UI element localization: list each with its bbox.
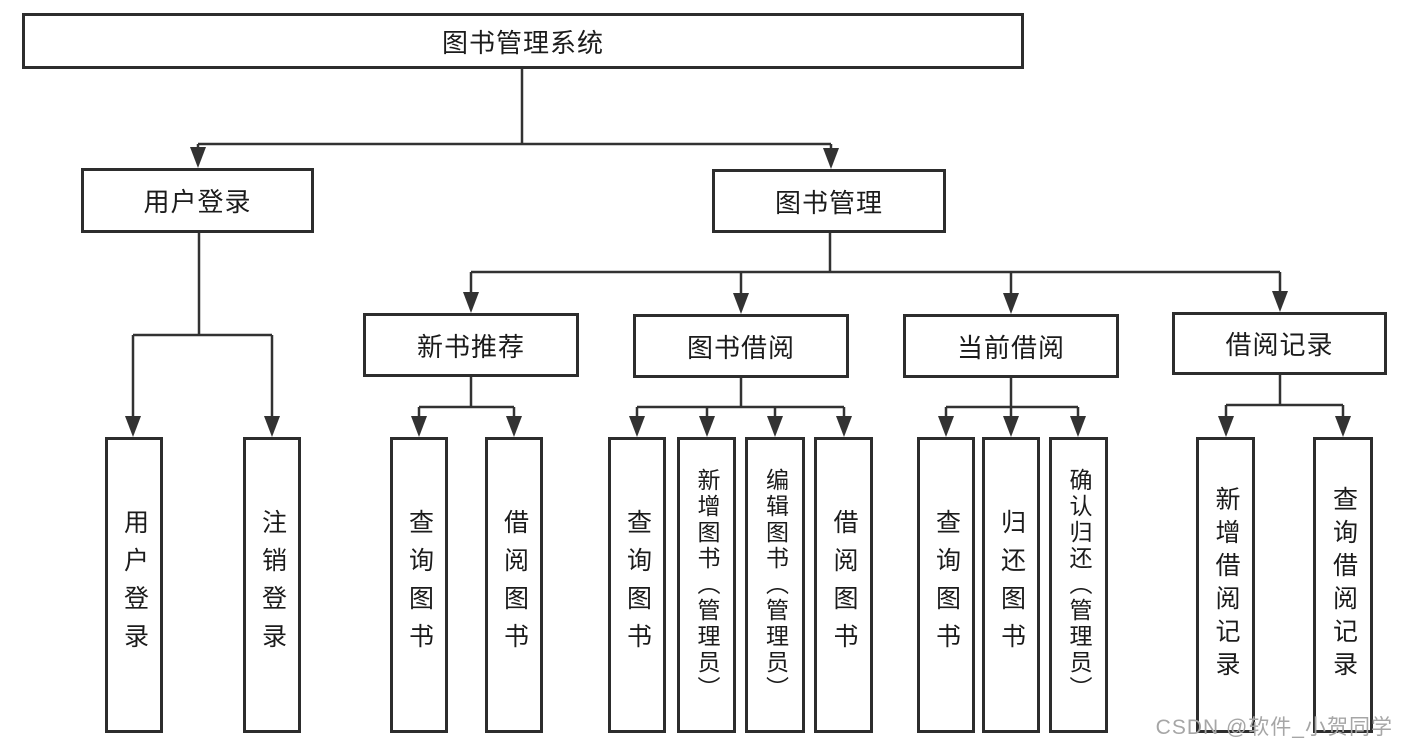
leaf-borrow-books-borrowing: 借阅图书 (814, 437, 873, 733)
arrowheads (125, 147, 1351, 437)
node-book-management: 图书管理 (712, 169, 946, 233)
csdn-watermark: CSDN @软件_小贺同学 (1155, 716, 1393, 739)
leaf-user-login: 用户登录 (105, 437, 163, 733)
leaf-query-books-current: 查询图书 (917, 437, 975, 733)
leaf-query-books-recommend: 查询图书 (390, 437, 448, 733)
node-user-login: 用户登录 (81, 168, 314, 233)
leaf-logout: 注销登录 (243, 437, 301, 733)
node-new-book-recommendation: 新书推荐 (363, 313, 579, 377)
leaf-add-book-admin: 新增图书（管理员） (677, 437, 736, 733)
leaf-borrow-books-recommend: 借阅图书 (485, 437, 543, 733)
node-system-root: 图书管理系统 (22, 13, 1024, 69)
leaf-add-borrow-record: 新增借阅记录 (1196, 437, 1255, 733)
node-current-borrowing: 当前借阅 (903, 314, 1119, 378)
node-book-borrowing: 图书借阅 (633, 314, 849, 378)
node-borrowing-records: 借阅记录 (1172, 312, 1387, 375)
leaf-return-books: 归还图书 (982, 437, 1040, 733)
leaf-edit-book-admin: 编辑图书（管理员） (745, 437, 805, 733)
leaf-query-borrow-record: 查询借阅记录 (1313, 437, 1373, 733)
leaf-query-books-borrowing: 查询图书 (608, 437, 666, 733)
leaf-confirm-return-admin: 确认归还（管理员） (1049, 437, 1108, 733)
